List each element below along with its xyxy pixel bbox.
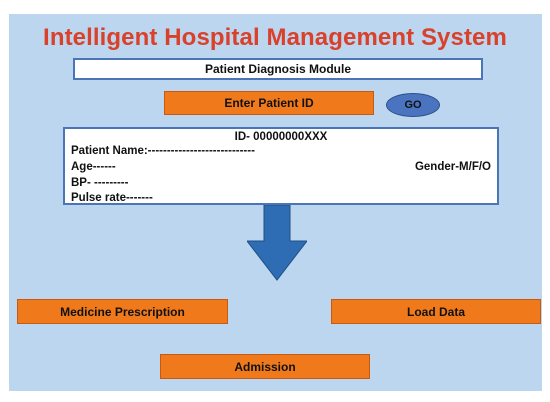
bp-field: BP- --------- [71,177,129,189]
age-field: Age------ [71,161,116,173]
medicine-prescription-button[interactable]: Medicine Prescription [17,299,228,324]
gender-field: Gender-M/F/O [414,161,491,173]
module-header: Patient Diagnosis Module [73,58,483,80]
patient-name-field: Patient Name:---------------------------… [71,145,255,157]
patient-info-card: ID- 00000000XXX Patient Name:-----------… [63,127,499,205]
admission-button[interactable]: Admission [160,354,370,379]
enter-patient-id-button[interactable]: Enter Patient ID [164,91,374,115]
patient-id: ID- 00000000XXX [234,131,328,143]
arrow-down-icon [247,205,307,281]
app-title: Intelligent Hospital Management System [43,24,507,51]
go-button[interactable]: GO [386,93,440,117]
load-data-button[interactable]: Load Data [331,299,541,324]
pulse-rate-field: Pulse rate------- [71,192,153,204]
